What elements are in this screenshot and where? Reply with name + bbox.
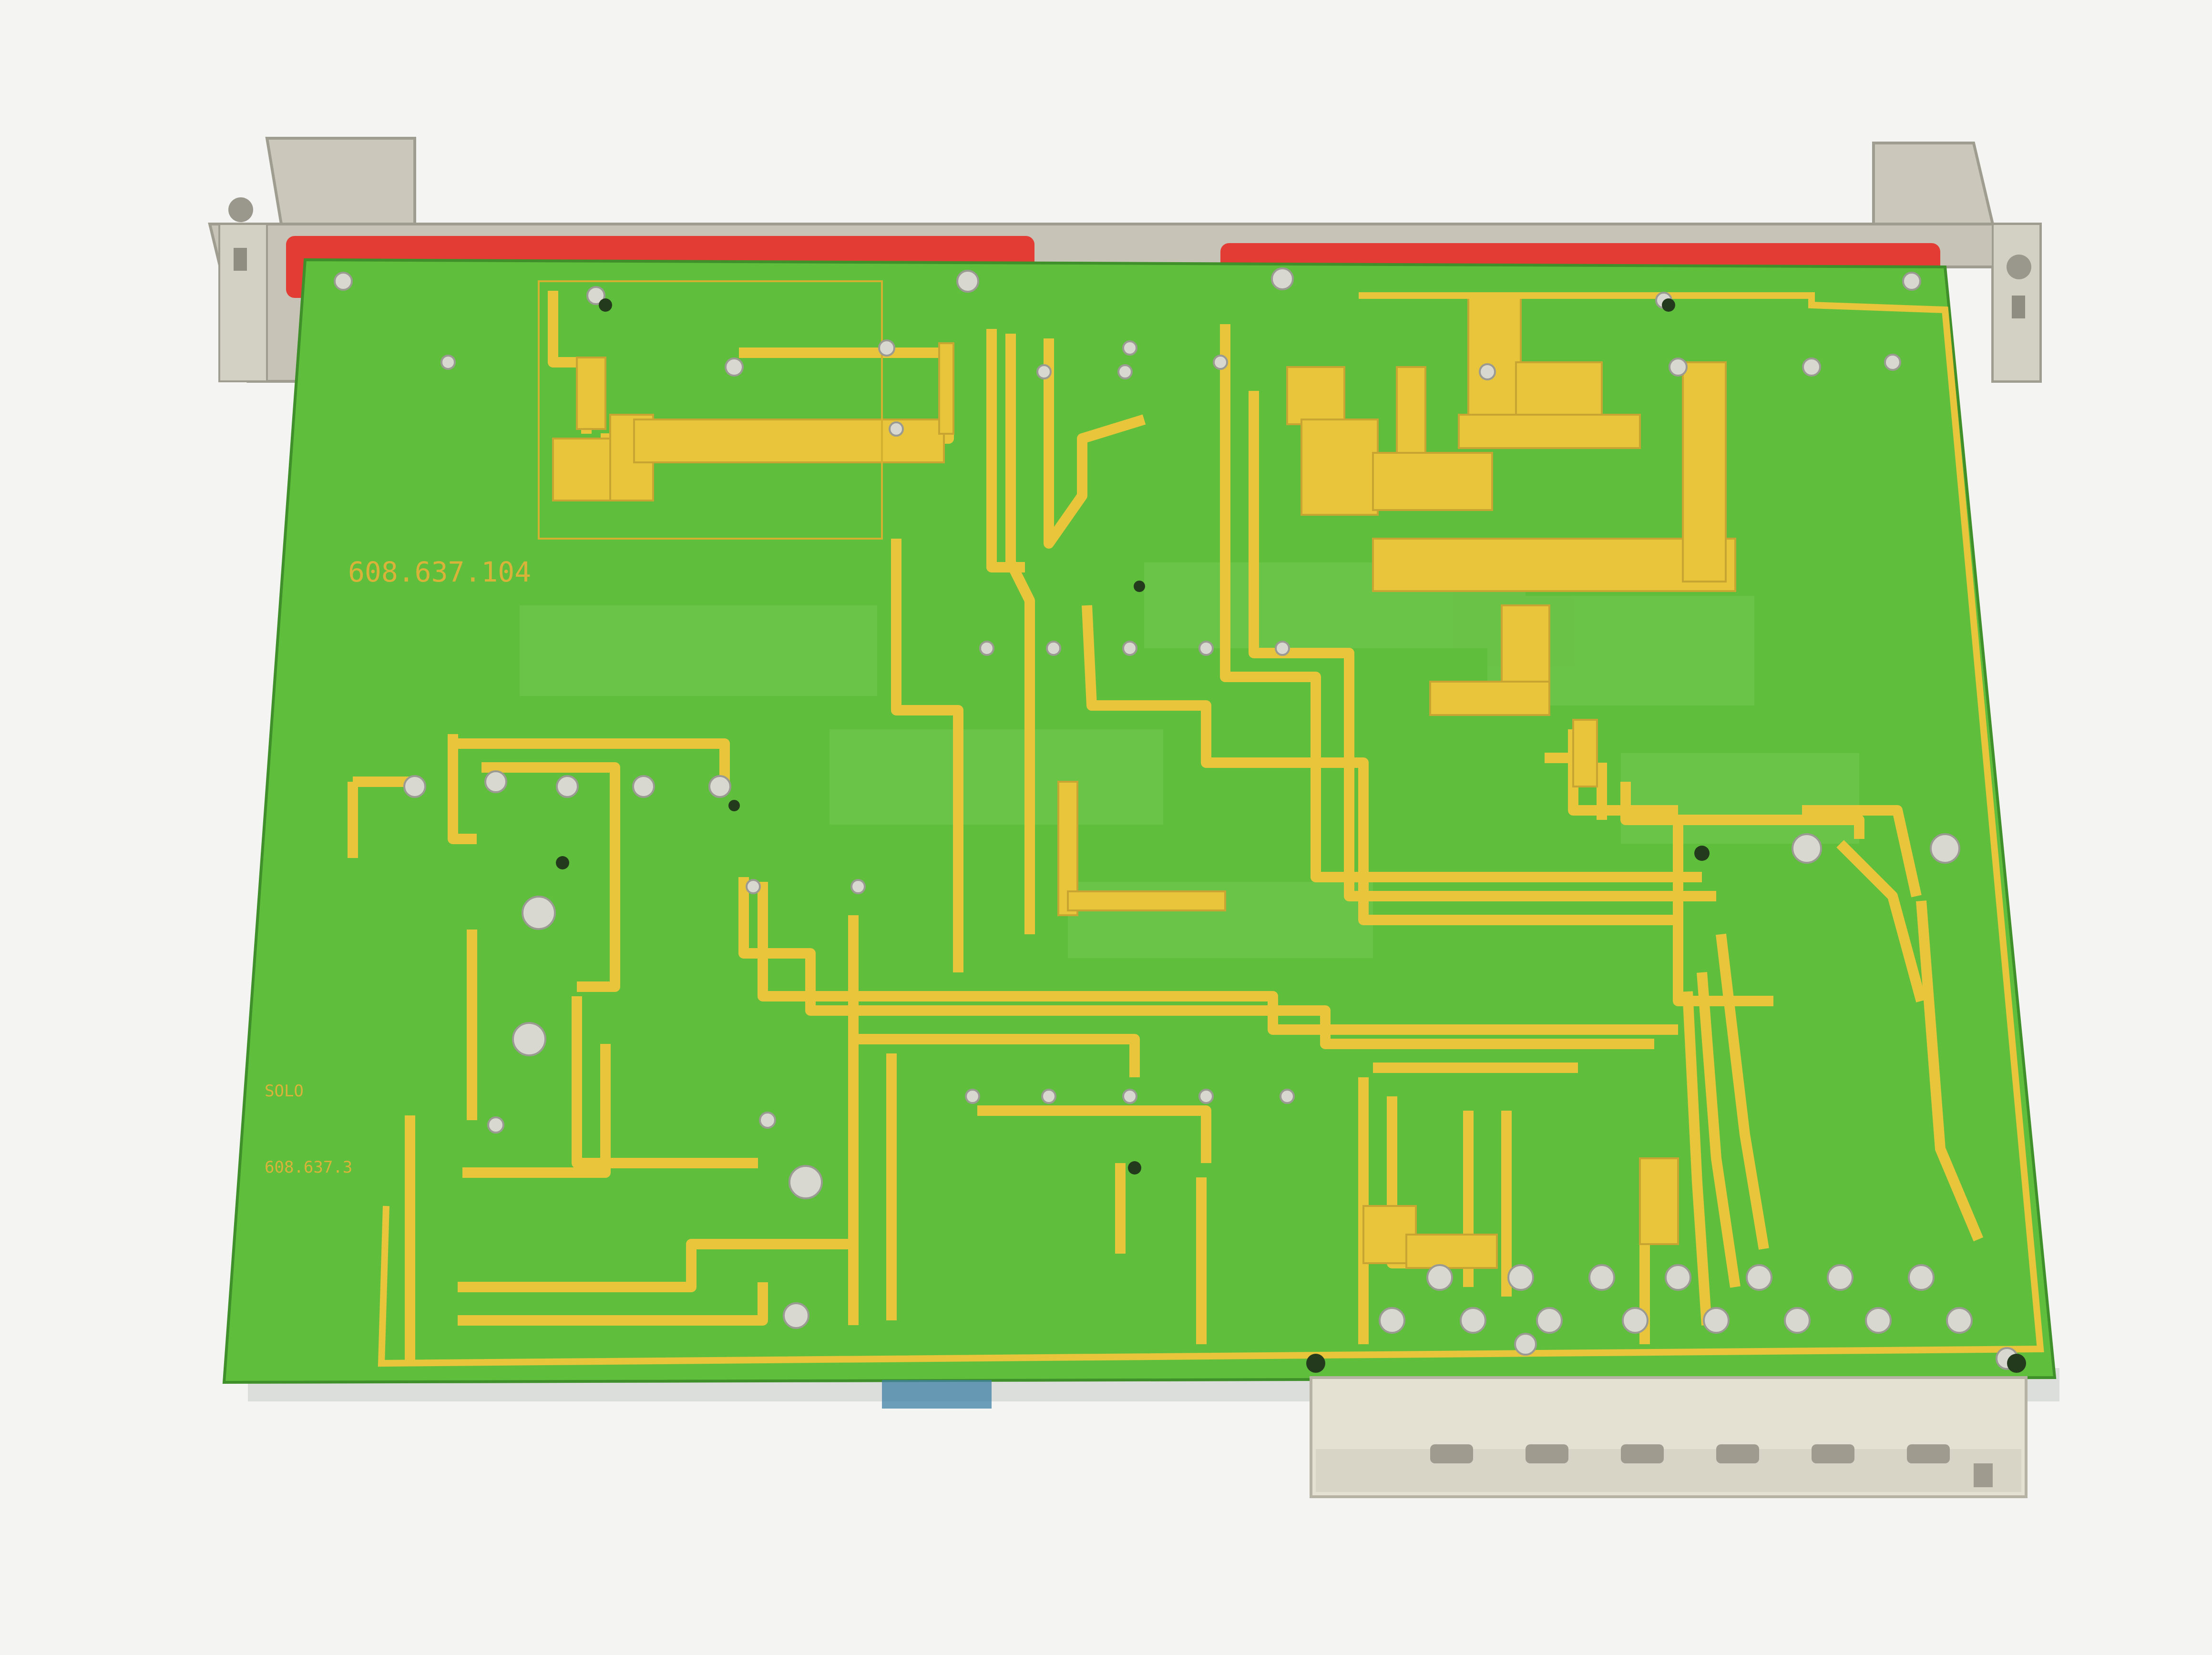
- part-number-label: 608.637.104: [348, 556, 531, 588]
- solder-pads: [334, 267, 2018, 1370]
- silkscreen-outline: [538, 280, 883, 540]
- mounting-holes: [556, 298, 2026, 1373]
- solo-label: SOLO: [265, 1082, 304, 1101]
- secondary-part-label: 608.637.3: [265, 1158, 352, 1177]
- rear-connector: [1310, 1376, 2028, 1498]
- bottom-component: [882, 1380, 992, 1409]
- board-edge-trace: [378, 292, 2044, 1367]
- copper-pours: [552, 295, 1736, 1269]
